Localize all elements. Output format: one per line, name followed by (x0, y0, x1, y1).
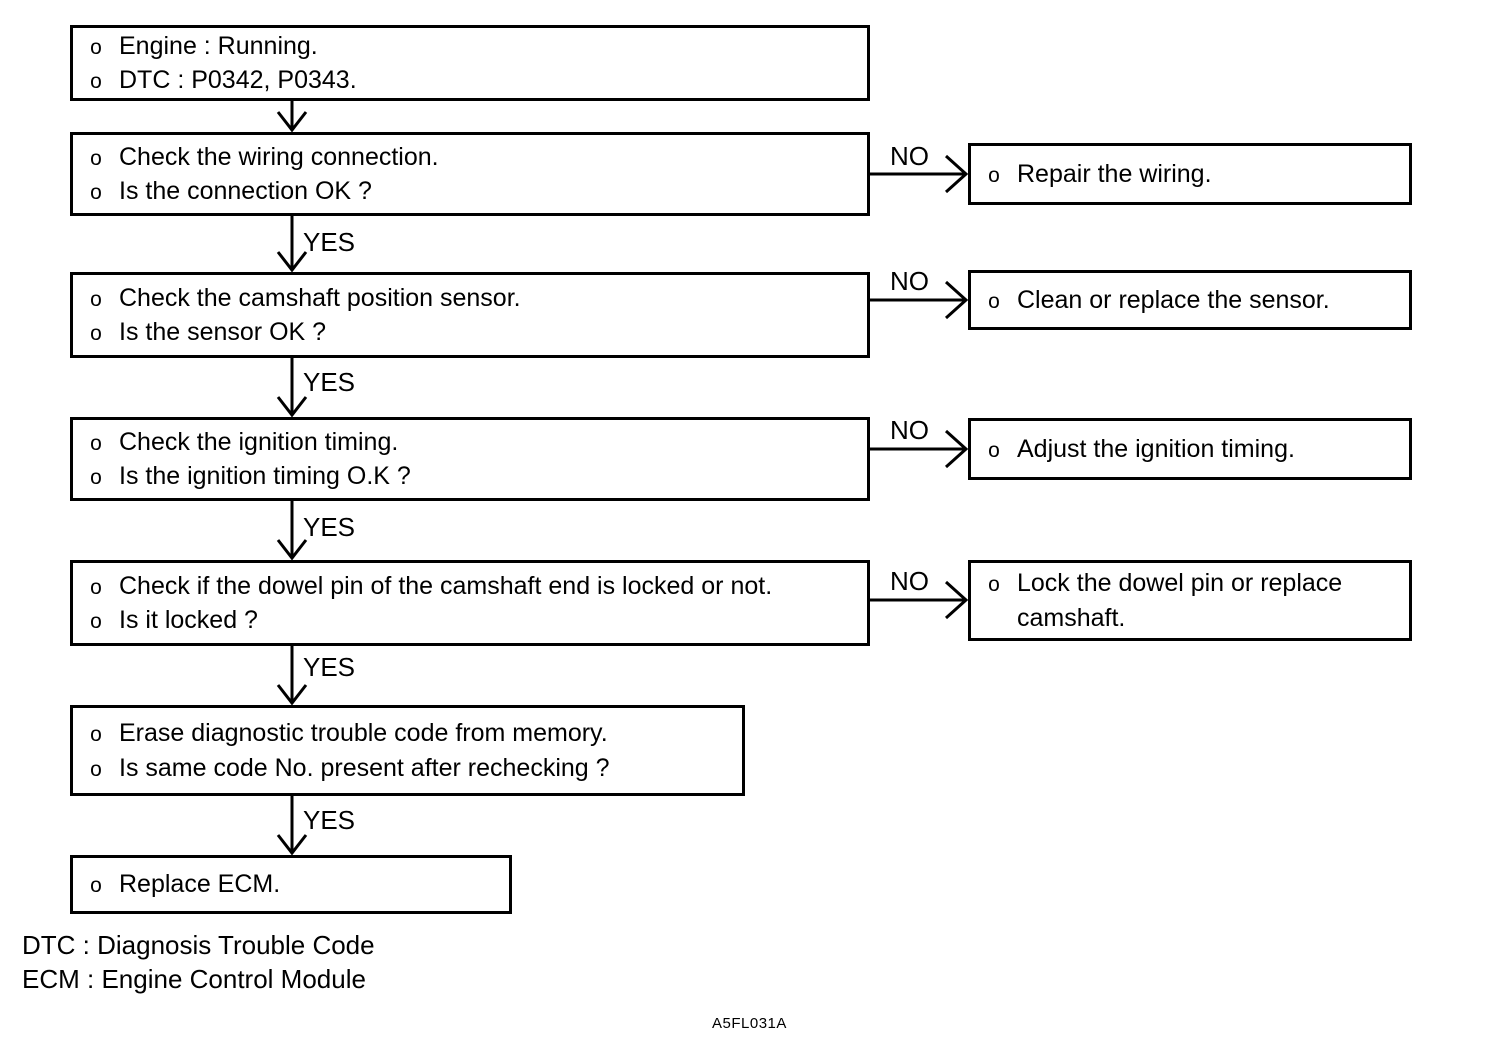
node-check-dowel-pin-line-2: o Is it locked ? (73, 603, 867, 638)
node-check-ignition-timing-line-1: o Check the ignition timing. (73, 425, 867, 460)
node-adjust-ignition-timing: o Adjust the ignition timing. (968, 418, 1412, 480)
node-check-dowel-pin-line-1: o Check if the dowel pin of the camshaft… (73, 569, 867, 604)
bullet-icon: o (90, 874, 102, 898)
edge-label-no-1: NO (890, 141, 929, 171)
edge-label-yes-5: YES (303, 805, 356, 835)
node-clean-replace-sensor: o Clean or replace the sensor. (968, 270, 1412, 330)
node-start-line-1: o Engine : Running. (73, 29, 867, 64)
edge-label-yes-3: YES (303, 512, 356, 542)
edge-label-no-2: NO (890, 266, 929, 296)
node-check-camshaft-sensor-line-2: o Is the sensor OK ? (73, 315, 867, 350)
node-lock-dowel-pin-line-1: o Lock the dowel pin or replace (971, 566, 1409, 601)
node-replace-ecm: o Replace ECM. (70, 855, 512, 914)
bullet-icon (971, 606, 1017, 635)
node-check-camshaft-sensor: o Check the camshaft position sensor. o … (70, 272, 870, 358)
bullet-icon: o (90, 322, 102, 345)
bullet-icon: o (90, 35, 102, 59)
node-check-ignition-timing: o Check the ignition timing. o Is the ig… (70, 417, 870, 501)
node-check-wiring: o Check the wiring connection. o Is the … (70, 132, 870, 216)
bullet-icon: o (90, 70, 102, 93)
edge-label-no-3: NO (890, 415, 929, 445)
bullet-icon: o (988, 573, 1000, 596)
node-lock-dowel-pin: o Lock the dowel pin or replace camshaft… (968, 560, 1412, 641)
node-repair-wiring: o Repair the wiring. (968, 143, 1412, 205)
edge-label-yes-1: YES (303, 227, 356, 257)
bullet-icon: o (988, 163, 1000, 187)
node-start-line-2: o DTC : P0342, P0343. (73, 63, 867, 98)
legend-line-ecm: ECM : Engine Control Module (22, 964, 366, 994)
bullet-icon: o (90, 466, 102, 489)
node-erase-code-line-1: o Erase diagnostic trouble code from mem… (73, 716, 742, 751)
node-check-dowel-pin: o Check if the dowel pin of the camshaft… (70, 560, 870, 646)
node-check-wiring-line-1: o Check the wiring connection. (73, 140, 867, 175)
figure-code: A5FL031A (712, 1015, 787, 1032)
edge-label-no-4: NO (890, 566, 929, 596)
node-start: o Engine : Running. o DTC : P0342, P0343… (70, 25, 870, 101)
edge-label-yes-2: YES (303, 367, 356, 397)
legend-line-dtc: DTC : Diagnosis Trouble Code (22, 930, 375, 960)
node-replace-ecm-line-1: o Replace ECM. (73, 867, 509, 902)
node-lock-dowel-pin-line-2: camshaft. (971, 601, 1409, 636)
node-check-wiring-line-2: o Is the connection OK ? (73, 174, 867, 209)
bullet-icon: o (90, 757, 102, 781)
node-adjust-ignition-timing-line-1: o Adjust the ignition timing. (971, 432, 1409, 467)
edge-label-yes-4: YES (303, 652, 356, 682)
node-check-camshaft-sensor-line-1: o Check the camshaft position sensor. (73, 281, 867, 316)
node-erase-code: o Erase diagnostic trouble code from mem… (70, 705, 745, 796)
bullet-icon: o (90, 610, 102, 633)
bullet-icon: o (988, 438, 1000, 462)
bullet-icon: o (90, 181, 102, 204)
node-erase-code-line-2: o Is same code No. present after recheck… (73, 751, 742, 786)
node-check-ignition-timing-line-2: o Is the ignition timing O.K ? (73, 459, 867, 494)
bullet-icon: o (90, 575, 102, 599)
bullet-icon: o (90, 723, 102, 746)
bullet-icon: o (90, 146, 102, 170)
bullet-icon: o (90, 431, 102, 455)
bullet-icon: o (988, 289, 1000, 313)
bullet-icon: o (90, 287, 102, 311)
node-clean-replace-sensor-line-1: o Clean or replace the sensor. (971, 283, 1409, 318)
node-repair-wiring-line-1: o Repair the wiring. (971, 157, 1409, 192)
